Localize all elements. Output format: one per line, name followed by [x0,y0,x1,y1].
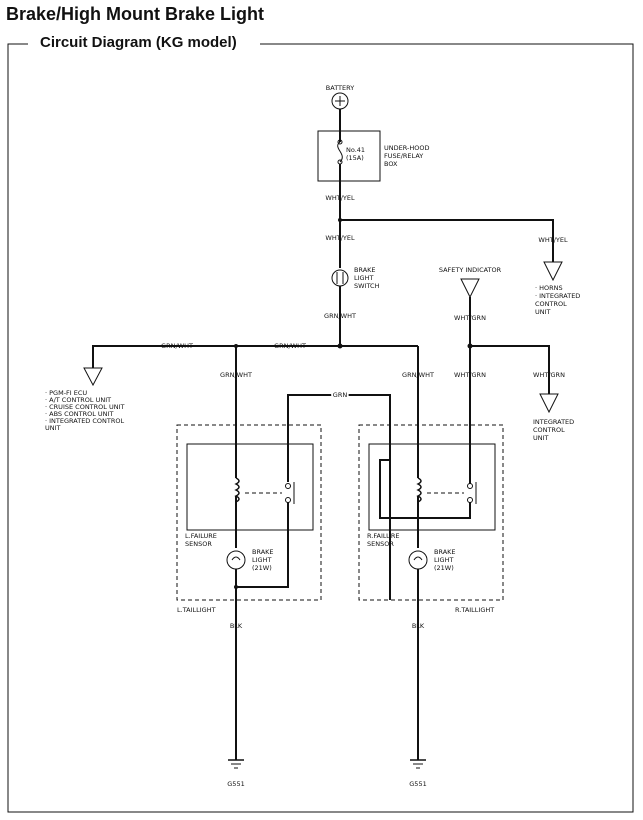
integrated-label-3: UNIT [533,434,549,442]
left-bulb-label-1: BRAKE [252,548,274,556]
relay-contact-icon [285,482,295,504]
left-taillight-label: L.TAILLIGHT [177,606,216,614]
horns-label-2: · INTEGRATED [535,292,580,300]
wire-label-wht-yel: WHT/YEL [538,236,568,244]
wire-label-grn-wht: GRN/WHT [402,371,434,379]
right-bulb-label-3: (21W) [434,564,454,572]
battery-icon [331,92,349,110]
integrated-connector-icon [539,393,559,414]
switch-label-2: LIGHT [354,274,373,282]
fuse-icon [337,139,343,165]
fuse-box-label-1: UNDER-HOOD [384,144,429,152]
left-bulb-label-3: (21W) [252,564,272,572]
ecu-connector-icon [83,367,103,387]
wire-label-blk: BLK [412,622,425,630]
wire-label-wht-grn: WHT/GRN [454,371,486,379]
wire-label-wht-yel: WHT/YEL [325,234,355,242]
fuse-number: No.41 [346,146,365,154]
wire [340,219,554,262]
horns-connector-icon [543,261,563,282]
wire [470,345,550,394]
integrated-label-2: CONTROL [533,426,565,434]
ecu-label-2: · A/T CONTROL UNIT [45,396,111,404]
left-failure-sensor-box [186,443,314,531]
ecu-label-1: · PGM-FI ECU [45,389,87,397]
ground-label-left: G551 [227,780,244,788]
ecu-label-4: · ABS CONTROL UNIT [45,410,113,418]
left-failure-label-2: SENSOR [185,540,212,548]
switch-icon [331,269,349,287]
junction-dot [234,585,238,589]
wire-label-wht-yel: WHT/YEL [325,194,355,202]
right-failure-sensor-box [368,443,496,531]
page-title: Brake/High Mount Brake Light [6,4,265,24]
switch-label-1: BRAKE [354,266,376,274]
ground-icon [228,759,244,769]
bulb-icon [226,550,246,570]
wire-grn [287,394,391,600]
right-bulb-label-1: BRAKE [434,548,456,556]
fuse-box-label-3: BOX [384,160,398,168]
fuse-relay-box [317,130,381,182]
relay-coil-icon [416,477,422,503]
right-taillight-box [358,424,504,601]
indicator-icon [460,278,480,299]
fuse-amperage: (15A) [346,154,364,162]
wire [379,459,471,519]
horns-label-4: UNIT [535,308,551,316]
integrated-label-1: INTEGRATED [533,418,574,426]
wire [92,345,418,368]
ecu-label-6: UNIT [45,424,61,432]
left-bulb-label-2: LIGHT [252,556,271,564]
ground-icon [410,759,426,769]
page-subtitle: Circuit Diagram (KG model) [34,34,243,51]
horns-label-3: CONTROL [535,300,567,308]
relay-contact-icon [467,482,477,504]
wire-label-blk: BLK [230,622,243,630]
ecu-label-5: · INTEGRATED CONTROL [45,417,124,425]
left-taillight-box [176,424,322,601]
safety-indicator-label: SAFETY INDICATOR [439,266,502,274]
relay-coil-icon [234,477,240,503]
horns-label-1: · HORNS [535,284,563,292]
right-taillight-label: R.TAILLIGHT [455,606,494,614]
wire-label-wht-grn: WHT/GRN [533,371,565,379]
wire-label-grn-wht: GRN/WHT [220,371,252,379]
right-bulb-label-2: LIGHT [434,556,453,564]
wire-label-grn-wht: GRN/WHT [274,342,306,350]
wire-label-grn-wht: GRN/WHT [324,312,356,320]
ecu-label-3: · CRUISE CONTROL UNIT [45,403,125,411]
right-failure-label-2: SENSOR [367,540,394,548]
diagram-frame [7,43,634,813]
wire-label-wht-grn: WHT/GRN [454,314,486,322]
wire-label-grn: GRN [333,391,348,399]
battery-label: BATTERY [326,84,354,92]
right-failure-label-1: R.FAILURE [367,532,400,540]
left-failure-label-1: L.FAILURE [185,532,217,540]
wire-label-grn-wht: GRN/WHT [161,342,193,350]
switch-label-3: SWITCH [354,282,380,290]
fuse-box-label-2: FUSE/RELAY [384,152,423,160]
ground-label-right: G551 [409,780,426,788]
bulb-icon [408,550,428,570]
wire [236,502,289,588]
